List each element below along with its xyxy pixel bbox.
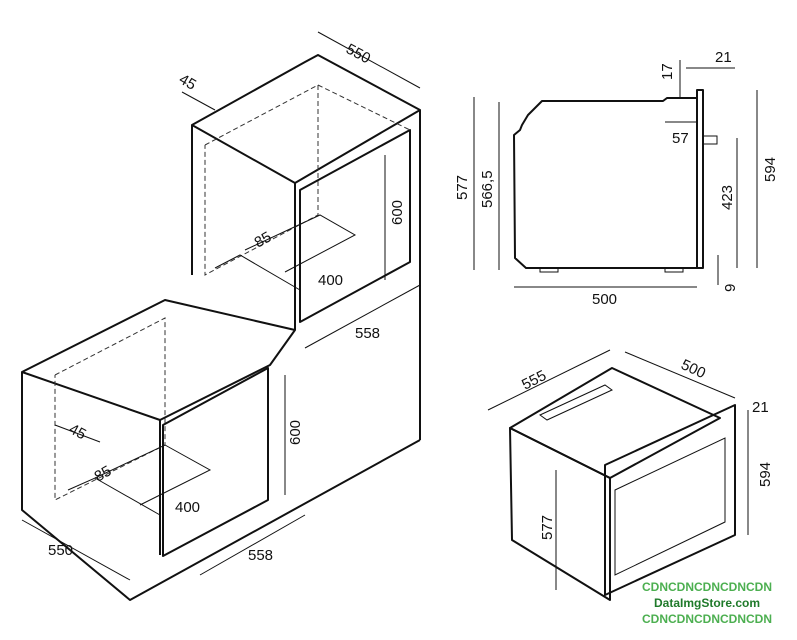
lower-niche-floor bbox=[67, 477, 161, 516]
label-lower-width: 558 bbox=[248, 547, 273, 564]
label-panel-thickness: 21 bbox=[752, 399, 769, 416]
front-panel-side bbox=[696, 89, 704, 269]
label-upper-width: 558 bbox=[355, 325, 380, 342]
label-lower-offset: 45 bbox=[66, 421, 89, 444]
label-depth: 500 bbox=[678, 356, 708, 382]
foot bbox=[539, 267, 559, 273]
dim-line bbox=[21, 519, 131, 581]
dim-line bbox=[181, 91, 216, 111]
upper-niche-edge bbox=[317, 84, 411, 131]
perspective-drawing: 555 500 21 594 577 bbox=[487, 349, 774, 601]
label-body-height: 577 bbox=[539, 515, 556, 540]
watermark-site: DataImgStore.com bbox=[654, 596, 760, 610]
label-depth: 500 bbox=[592, 291, 617, 308]
oven-door-window bbox=[614, 437, 726, 576]
label-upper-inner-width: 400 bbox=[318, 272, 343, 289]
dim-line bbox=[199, 514, 306, 576]
label-upper-depth: 550 bbox=[343, 41, 373, 68]
label-bottom-gap: 9 bbox=[722, 284, 739, 292]
foot bbox=[664, 267, 684, 273]
label-width: 555 bbox=[519, 367, 549, 394]
dim-line bbox=[304, 284, 421, 349]
lower-cabinet-base bbox=[21, 372, 421, 601]
label-step-depth: 57 bbox=[672, 130, 689, 147]
dim-line bbox=[624, 351, 736, 399]
oven-front-panel bbox=[604, 404, 736, 596]
lower-niche-cutout bbox=[94, 444, 212, 506]
vent-slot bbox=[539, 384, 613, 421]
dim-line bbox=[487, 349, 611, 411]
watermark: CDNCDNCDNCDNCDN DataImgStore.com CDNCDNC… bbox=[642, 580, 772, 626]
label-lower-inner-depth: 85 bbox=[92, 462, 115, 485]
label-control-height: 423 bbox=[719, 185, 736, 210]
watermark-line-1: CDNCDNCDNCDNCDN bbox=[642, 580, 772, 594]
label-front-height: 594 bbox=[757, 462, 774, 487]
label-upper-offset: 45 bbox=[176, 71, 199, 94]
upper-cabinet-top bbox=[191, 54, 421, 184]
label-total-height: 577 bbox=[454, 175, 471, 200]
dim-line bbox=[317, 31, 421, 89]
upper-niche-back bbox=[204, 84, 319, 276]
cabinet-drawing: 550 45 600 85 400 558 45 600 85 400 550 … bbox=[21, 31, 421, 601]
lower-cabinet-top bbox=[21, 299, 296, 421]
label-upper-inner-depth: 85 bbox=[252, 228, 275, 251]
label-body-height: 566,5 bbox=[479, 170, 496, 208]
label-front-height: 594 bbox=[762, 157, 779, 182]
label-top-step: 17 bbox=[659, 63, 676, 80]
lower-niche-opening bbox=[162, 367, 269, 557]
upper-niche-opening bbox=[299, 129, 411, 323]
label-lower-height: 600 bbox=[287, 420, 304, 445]
dim-line bbox=[54, 424, 101, 443]
upper-niche-floor bbox=[214, 254, 301, 291]
oven-body-side bbox=[513, 97, 698, 269]
label-upper-height: 600 bbox=[389, 200, 406, 225]
label-lower-inner-width: 400 bbox=[175, 499, 200, 516]
upper-niche-cutout bbox=[244, 214, 357, 273]
watermark-line-3: CDNCDNCDNCDNCDN bbox=[642, 612, 772, 626]
oven-side bbox=[509, 427, 611, 601]
label-panel-thickness: 21 bbox=[715, 49, 732, 66]
label-lower-depth: 550 bbox=[48, 542, 73, 559]
side-view-drawing: 17 21 57 577 566,5 423 594 500 9 bbox=[454, 49, 779, 308]
knob-side bbox=[702, 135, 718, 145]
